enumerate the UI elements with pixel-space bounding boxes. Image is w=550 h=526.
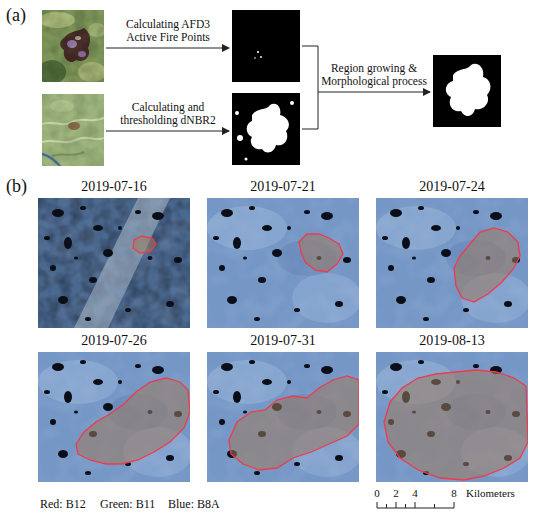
image-panel: 2019-07-31 — [207, 333, 359, 482]
step-label: Calculating AFD3 Active Fire Points — [112, 18, 224, 44]
image-panel: 2019-08-13 — [376, 333, 528, 482]
image-panel: 2019-07-16 — [38, 179, 190, 328]
band-label: Red: B12 — [40, 498, 86, 512]
step-label: Region growing & Morphological process — [320, 62, 428, 88]
scale-number: 8 — [451, 487, 457, 500]
image-panel: 2019-07-24 — [376, 179, 528, 328]
panel-letter: (a) — [6, 5, 26, 26]
scale-number: 4 — [412, 487, 418, 500]
image-panel: 2019-07-21 — [207, 179, 359, 328]
scale-number: 2 — [393, 487, 399, 500]
scale-unit: Kilometers — [466, 487, 515, 500]
image-panel: 2019-07-26 — [38, 333, 190, 482]
band-label: Blue: B8A — [168, 498, 220, 512]
date-heading: 2019-07-31 — [207, 333, 359, 349]
date-heading: 2019-07-26 — [38, 333, 190, 349]
date-heading: 2019-07-24 — [376, 179, 528, 195]
scale-number: 0 — [374, 487, 380, 500]
date-heading: 2019-08-13 — [376, 333, 528, 349]
date-heading: 2019-07-16 — [38, 179, 190, 195]
step-label: Calculating and thresholding dNBR2 — [112, 101, 224, 127]
band-label: Green: B11 — [100, 498, 155, 512]
panel-letter: (b) — [6, 176, 27, 197]
date-heading: 2019-07-21 — [207, 179, 359, 195]
